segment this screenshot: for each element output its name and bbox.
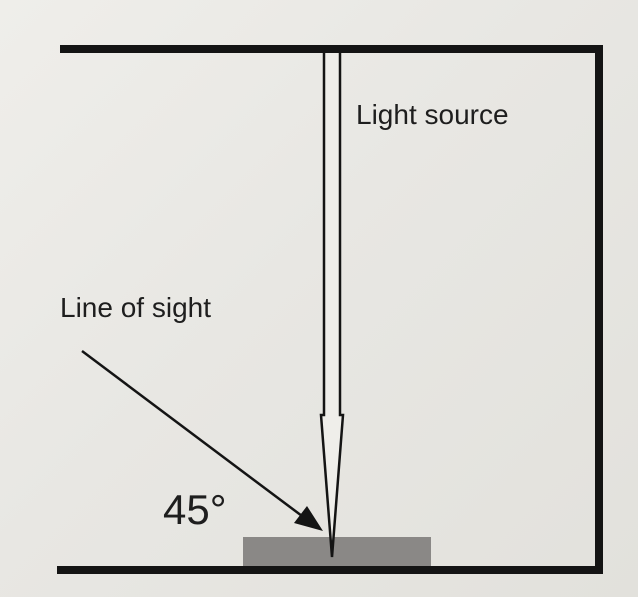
line-of-sight-label: Line of sight (60, 292, 211, 323)
sample-plate (243, 537, 431, 566)
line-of-sight-arrowhead (294, 506, 323, 531)
light-source-label: Light source (356, 99, 509, 130)
line-of-sight-arrow-shaft (81, 350, 307, 520)
light-source-beam (319, 53, 345, 558)
angle-label: 45° (163, 486, 227, 533)
